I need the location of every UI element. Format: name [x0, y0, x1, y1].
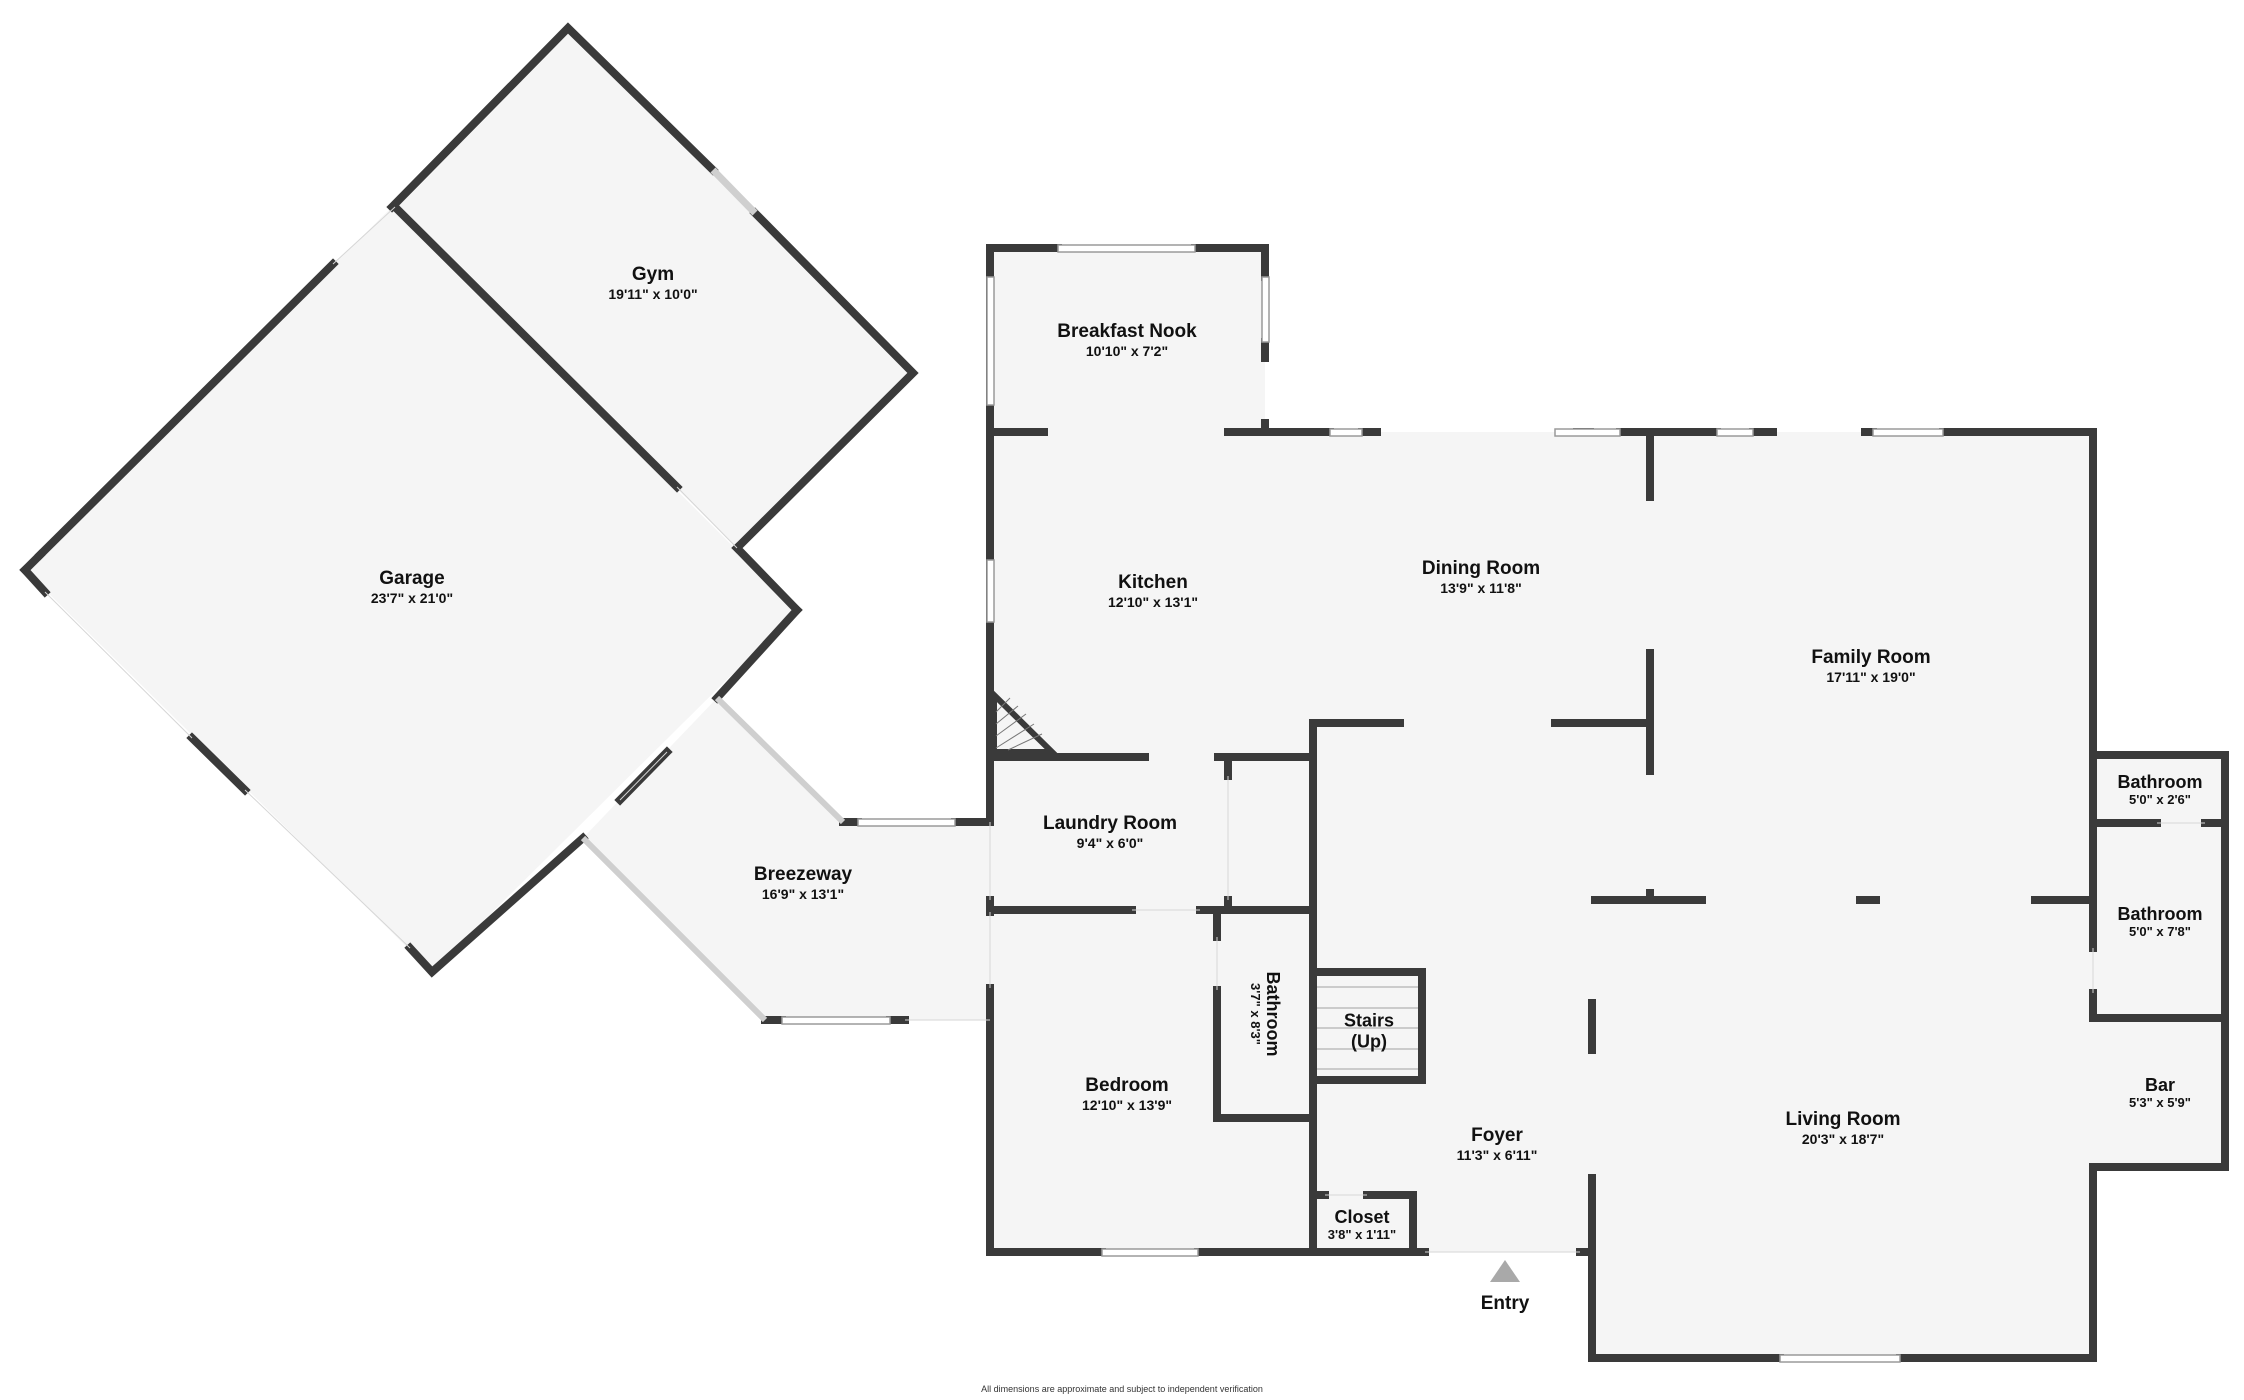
room-name: Breezeway — [753, 864, 853, 886]
room-dimensions: 17'11" x 19'0" — [1826, 668, 1916, 685]
room-dimensions: 5'0" x 7'8" — [2129, 923, 2191, 939]
room-dimensions: 23'7" x 21'0" — [370, 589, 454, 606]
room-dimensions: 9'4" x 6'0" — [1076, 834, 1144, 851]
window — [986, 559, 995, 623]
openings — [44, 206, 2205, 1253]
room-dimensions: 10'10" x 7'2" — [1085, 342, 1169, 359]
room-label-family-room: Family Room 17'11" x 19'0" — [1811, 647, 1930, 685]
room-dimensions: 11'3" x 6'11" — [1456, 1146, 1538, 1163]
room-label-breezeway: Breezeway 16'9" x 13'1" — [754, 864, 852, 902]
room-label-foyer: Foyer 11'3" x 6'11" — [1457, 1125, 1538, 1163]
entry-label: Entry — [1480, 1293, 1530, 1314]
room-label-living-room: Living Room 20'3" x 18'7" — [1785, 1109, 1900, 1147]
room-label-dining-room: Dining Room 13'9" x 11'8" — [1422, 558, 1540, 596]
room-label-breakfast-nook: Breakfast Nook 10'10" x 7'2" — [1057, 321, 1196, 359]
disclaimer-footer: All dimensions are approximate and subje… — [981, 1384, 1263, 1394]
room-dimensions: 5'0" x 2'6" — [2129, 791, 2191, 807]
room-label-bathroom-1: Bathroom 5'0" x 2'6" — [2118, 772, 2203, 808]
stairs-walls — [1309, 968, 1426, 1084]
garage-wall-sw-mid — [186, 732, 251, 796]
entry-arrow-icon — [1490, 1260, 1520, 1282]
windows — [580, 167, 1944, 1363]
kitchen-hatch — [991, 687, 1060, 755]
garage-wall-sw-start — [19, 564, 51, 598]
room-dimensions: 12'10" x 13'9" — [1081, 1096, 1173, 1113]
room-name: Bathroom — [1262, 971, 1283, 1057]
room-label-garage: Garage 23'7" x 21'0" — [371, 568, 453, 606]
window-breezeway-sw — [580, 835, 768, 1023]
room-label-bar: Bar 5'3" x 5'9" — [2129, 1075, 2191, 1111]
room-name: Kitchen — [1118, 572, 1188, 594]
room-name: Breakfast Nook — [1057, 321, 1197, 343]
room-label-closet: Closet 3'8" x 1'11" — [1328, 1207, 1396, 1243]
room-name: Living Room — [1785, 1109, 1901, 1131]
room-dimensions: 3'7" x 8'3" — [1248, 983, 1264, 1045]
window — [1101, 1248, 1199, 1257]
garage-wall-se — [711, 604, 803, 704]
stair-treads — [1317, 986, 1418, 1070]
window — [1329, 428, 1363, 437]
window — [1872, 428, 1944, 437]
room-dimensions: 20'3" x 18'7" — [1801, 1130, 1885, 1147]
room-label-bathroom-3: Bathroom 3'7" x 8'3" — [1247, 972, 1283, 1057]
garage-wall-nw-long — [34, 258, 339, 561]
stairs-direction: (Up) — [1351, 1031, 1387, 1051]
gym-floor — [392, 28, 913, 548]
room-name: Family Room — [1811, 647, 1931, 669]
main-house-floor — [990, 248, 2225, 1358]
room-name: Foyer — [1471, 1125, 1523, 1147]
window — [1779, 1354, 1901, 1363]
room-dimensions: 12'10" x 13'1" — [1107, 593, 1199, 610]
room-label-kitchen: Kitchen 12'10" x 13'1" — [1108, 572, 1198, 610]
bar-walls — [2089, 751, 2229, 1171]
room-dimensions: 19'11" x 10'0" — [608, 285, 698, 302]
room-label-stairs: Stairs (Up) — [1344, 1010, 1394, 1051]
room-name: Garage — [379, 568, 445, 590]
walls — [19, 22, 2229, 1362]
window-breezeway-ne — [714, 695, 846, 825]
room-name: Closet — [1334, 1207, 1390, 1228]
room-name: Gym — [631, 264, 675, 286]
room-label-bedroom: Bedroom 12'10" x 13'9" — [1082, 1075, 1172, 1113]
garage-floor — [25, 207, 797, 972]
room-name: Stairs — [1343, 1010, 1395, 1031]
room-name: Bathroom — [2117, 904, 2203, 925]
room-name: Bar — [2144, 1075, 2176, 1096]
floor-fills — [25, 28, 2225, 1358]
room-dimensions: 13'9" x 11'8" — [1440, 579, 1522, 596]
room-name: Dining Room — [1421, 558, 1541, 580]
room-name: Bathroom — [2117, 772, 2203, 793]
window — [1554, 428, 1621, 437]
room-dimensions: 5'3" x 5'9" — [2129, 1094, 2191, 1110]
room-dimensions: 3'8" x 1'11" — [1327, 1226, 1397, 1242]
window — [710, 167, 758, 216]
gym-wall-ne — [731, 207, 919, 554]
window — [1057, 244, 1196, 253]
window — [781, 1016, 891, 1025]
garage-wall-ne-lower — [731, 542, 803, 616]
window — [1261, 276, 1270, 343]
gym-wall-nw — [386, 22, 719, 213]
room-label-gym: Gym 19'11" x 10'0" — [608, 264, 697, 302]
window — [986, 276, 995, 406]
garage-gym-wall — [389, 201, 683, 493]
room-name: Bedroom — [1085, 1075, 1169, 1097]
room-name: Laundry Room — [1042, 813, 1178, 835]
window — [1716, 428, 1754, 437]
room-label-laundry-room: Laundry Room 9'4" x 6'0" — [1043, 813, 1177, 851]
room-dimensions: 16'9" x 13'1" — [761, 885, 845, 902]
window — [857, 818, 956, 827]
room-label-bathroom-2: Bathroom 5'0" x 7'8" — [2118, 904, 2203, 940]
garage-wall-se-seg3 — [404, 832, 589, 978]
